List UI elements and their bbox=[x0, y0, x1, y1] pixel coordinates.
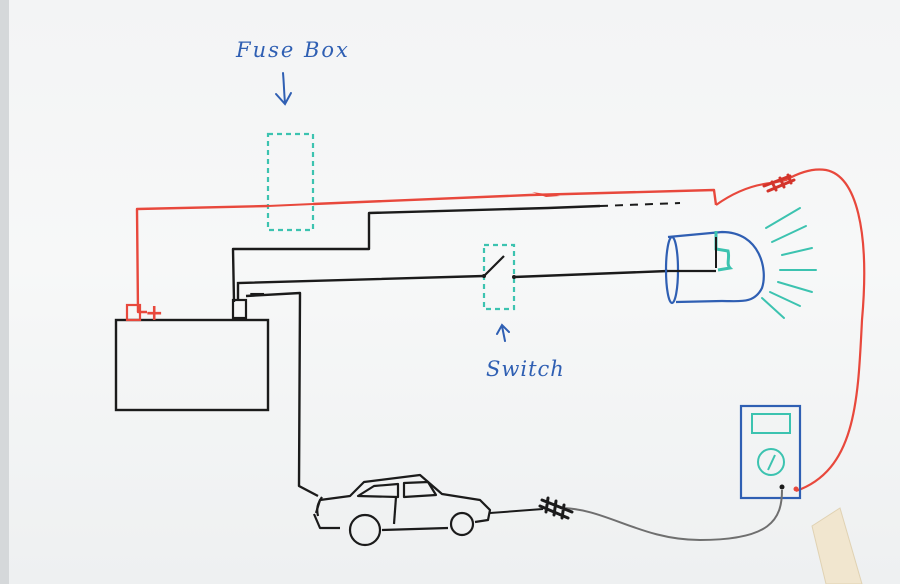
fuse-box-icon bbox=[266, 132, 315, 232]
car-icon bbox=[312, 473, 492, 547]
corner-paper bbox=[811, 507, 863, 584]
fuse-wire-inner bbox=[267, 203, 314, 207]
feed-wire bbox=[231, 204, 601, 303]
light-rays-icon bbox=[761, 207, 817, 319]
ground-wire bbox=[245, 291, 319, 498]
battery-icon bbox=[114, 298, 270, 412]
test-lead-black bbox=[559, 489, 783, 542]
switch-arrow bbox=[496, 323, 510, 342]
fuse-box-label: Fuse Box bbox=[235, 38, 350, 62]
ground-clip-icon bbox=[538, 496, 574, 520]
feed-wire-dashed bbox=[599, 202, 681, 207]
switch-icon bbox=[482, 255, 516, 279]
board-edge bbox=[0, 0, 9, 584]
switch-label: Switch bbox=[486, 357, 565, 381]
switch-box bbox=[482, 243, 516, 311]
clip-wire bbox=[489, 508, 544, 514]
switch-wire bbox=[236, 269, 669, 300]
probe-clip-icon bbox=[762, 173, 796, 193]
test-lead-red bbox=[715, 168, 866, 493]
positive-wire bbox=[135, 188, 718, 314]
fuse-box-arrow bbox=[275, 72, 292, 106]
wire-marker-arrow bbox=[532, 192, 560, 197]
positive-terminal-label: + bbox=[145, 301, 163, 326]
headlight-icon bbox=[664, 230, 765, 305]
multimeter-icon bbox=[739, 404, 802, 500]
